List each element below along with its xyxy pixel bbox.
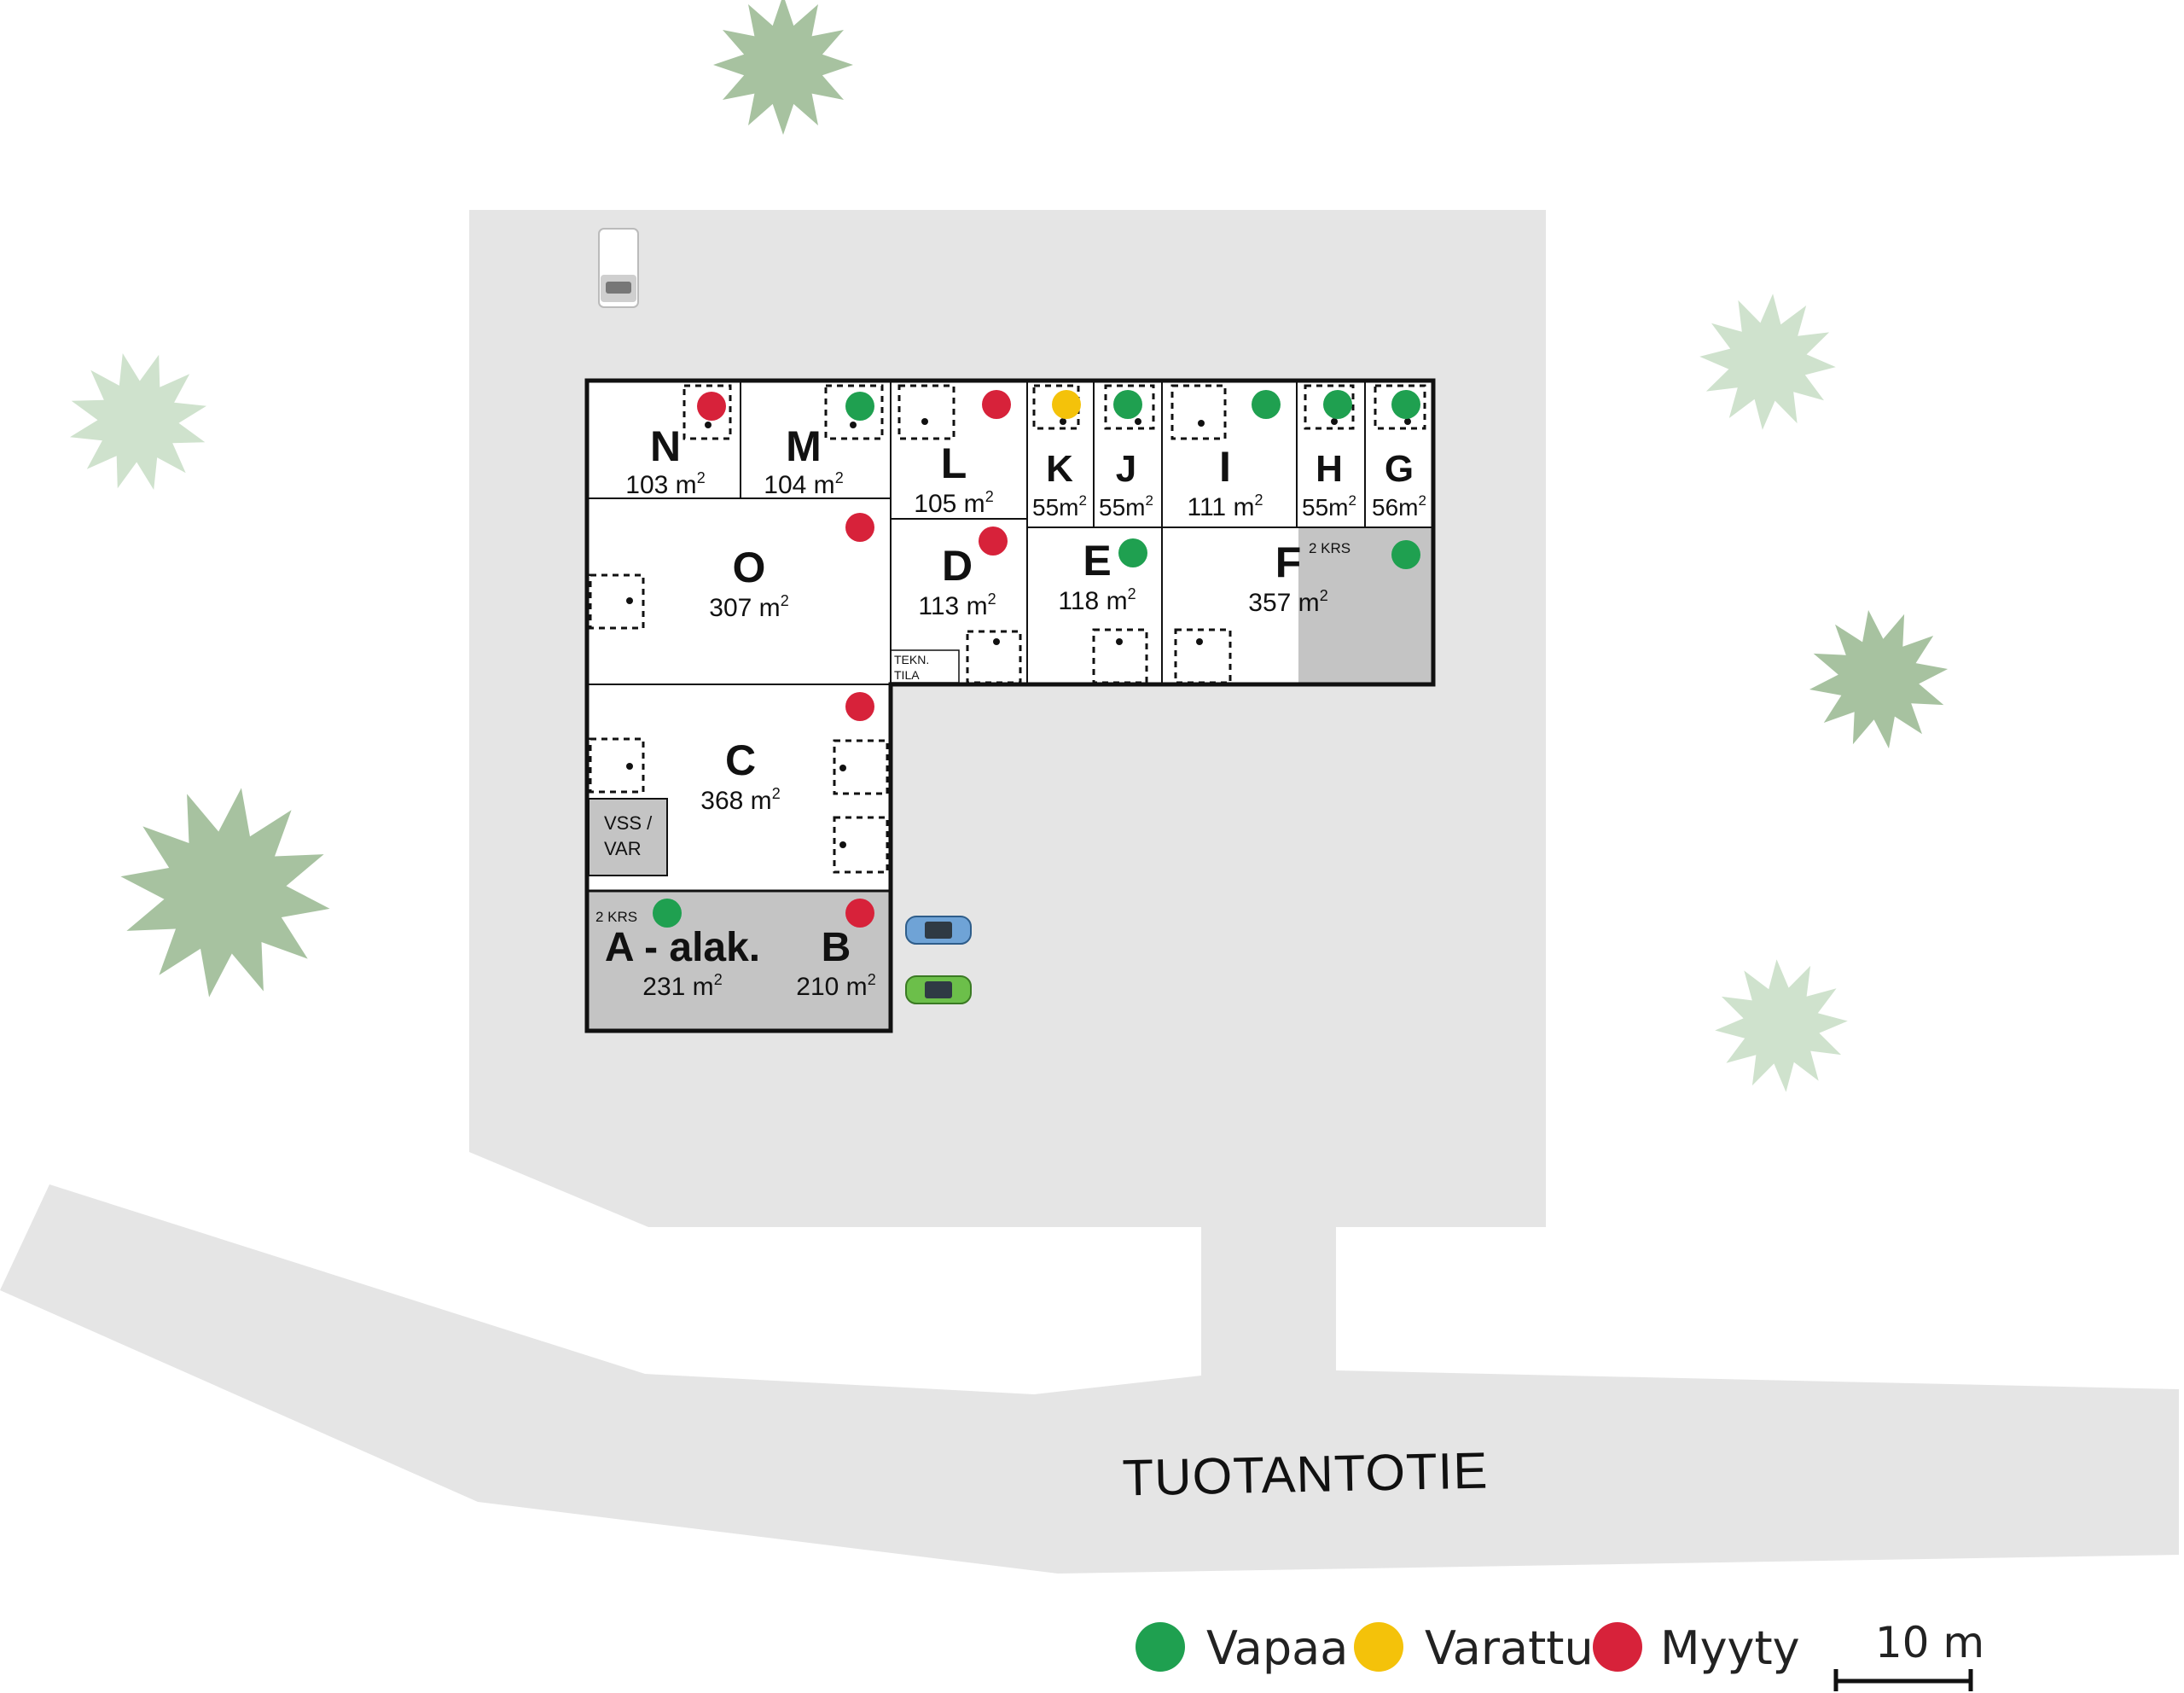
scale-label: 10 m xyxy=(1875,1618,1984,1667)
tekn-label: TEKN. xyxy=(894,653,929,666)
legend-myyty-label: Myyty xyxy=(1660,1621,1800,1675)
car-green-icon xyxy=(905,975,972,1004)
unit-area: 55m2 xyxy=(1302,492,1356,521)
building-floor xyxy=(587,381,1433,1031)
vss-var-room xyxy=(588,798,668,876)
floor-note-a: 2 KRS xyxy=(595,909,637,925)
tekn-tila-room xyxy=(890,649,960,684)
legend-vapaa-dot xyxy=(1136,1622,1185,1672)
unit-area: 357 m2 xyxy=(1248,587,1327,617)
status-dot-vapaa xyxy=(1391,390,1420,419)
vss-label: VSS / xyxy=(604,812,653,834)
unit-letter: K xyxy=(1046,448,1073,490)
unit-letter: O xyxy=(733,544,766,591)
tree-icon xyxy=(1715,959,1848,1092)
status-dot-myyty xyxy=(845,899,874,928)
status-dot-vapaa xyxy=(653,899,682,928)
unit-area: 56m2 xyxy=(1372,492,1426,521)
unit-area: 307 m2 xyxy=(709,592,788,622)
tree-icon xyxy=(1809,609,1949,749)
unit-letter: E xyxy=(1083,537,1111,585)
door-dots xyxy=(626,418,1411,848)
var-label: VAR xyxy=(604,838,642,859)
unit-letter: I xyxy=(1219,443,1231,491)
unit-letter: M xyxy=(786,422,822,470)
status-dot-myyty xyxy=(845,513,874,542)
road-label: TUOTANTOTIE xyxy=(1122,1442,1489,1507)
unit-area: 113 m2 xyxy=(918,591,996,620)
status-dot-myyty xyxy=(979,527,1008,556)
lot-area xyxy=(0,210,2179,1574)
status-dot-vapaa xyxy=(1323,390,1352,419)
tree-icon xyxy=(120,788,330,998)
legend-myyty-dot xyxy=(1593,1622,1642,1672)
unit-area: 118 m2 xyxy=(1058,585,1136,615)
unit-letter: C xyxy=(725,736,756,784)
legend-varattu-label: Varattu xyxy=(1425,1621,1594,1675)
tila-label: TILA xyxy=(894,668,920,682)
unit-letter: N xyxy=(650,422,681,470)
upper-floor-ab xyxy=(587,891,891,1031)
building-outline xyxy=(584,378,1436,1033)
doors xyxy=(589,384,1426,874)
car-blue-icon xyxy=(905,916,972,945)
unit-area: 55m2 xyxy=(1099,492,1153,521)
unit-letter: G xyxy=(1385,448,1414,490)
tree-icon xyxy=(70,353,206,490)
unit-area: 104 m2 xyxy=(764,469,843,499)
status-dot-vapaa xyxy=(1113,390,1142,419)
unit-area: 210 m2 xyxy=(796,971,875,1001)
unit-letter: A - alak. xyxy=(605,925,760,970)
unit-area: 103 m2 xyxy=(625,469,705,499)
unit-letter: B xyxy=(822,925,851,970)
truck-icon xyxy=(598,228,639,308)
unit-letter: H xyxy=(1316,448,1343,490)
status-dot-vapaa xyxy=(1118,538,1147,567)
unit-letter: J xyxy=(1116,448,1136,490)
unit-area: 368 m2 xyxy=(700,785,780,815)
status-dot-vapaa xyxy=(845,392,874,421)
status-dot-varattu xyxy=(1052,390,1081,419)
unit-letter: L xyxy=(941,439,967,487)
tree-icon xyxy=(1699,294,1836,430)
legend: Vapaa Varattu Myyty 10 m xyxy=(1136,1618,1984,1691)
unit-letter: D xyxy=(942,542,973,590)
building xyxy=(584,378,1436,1033)
unit-letter: F xyxy=(1275,538,1302,586)
status-dot-myyty xyxy=(697,392,726,421)
scale-bar xyxy=(1833,1669,1973,1691)
tree-icon xyxy=(713,0,853,135)
unit-a[interactable]: A - alak.231 m2 xyxy=(605,899,760,1001)
status-dot-vapaa xyxy=(1252,390,1281,419)
floor-note-f: 2 KRS xyxy=(1309,540,1350,556)
trees xyxy=(70,0,1949,1092)
status-dot-vapaa xyxy=(1391,540,1420,569)
status-dot-myyty xyxy=(982,390,1011,419)
unit-area: 111 m2 xyxy=(1188,492,1263,521)
unit-area: 231 m2 xyxy=(642,971,722,1001)
legend-varattu-dot xyxy=(1354,1622,1403,1672)
status-dot-myyty xyxy=(845,692,874,721)
unit-area: 55m2 xyxy=(1032,492,1087,521)
legend-vapaa-label: Vapaa xyxy=(1206,1621,1348,1675)
unit-area: 105 m2 xyxy=(914,488,993,518)
